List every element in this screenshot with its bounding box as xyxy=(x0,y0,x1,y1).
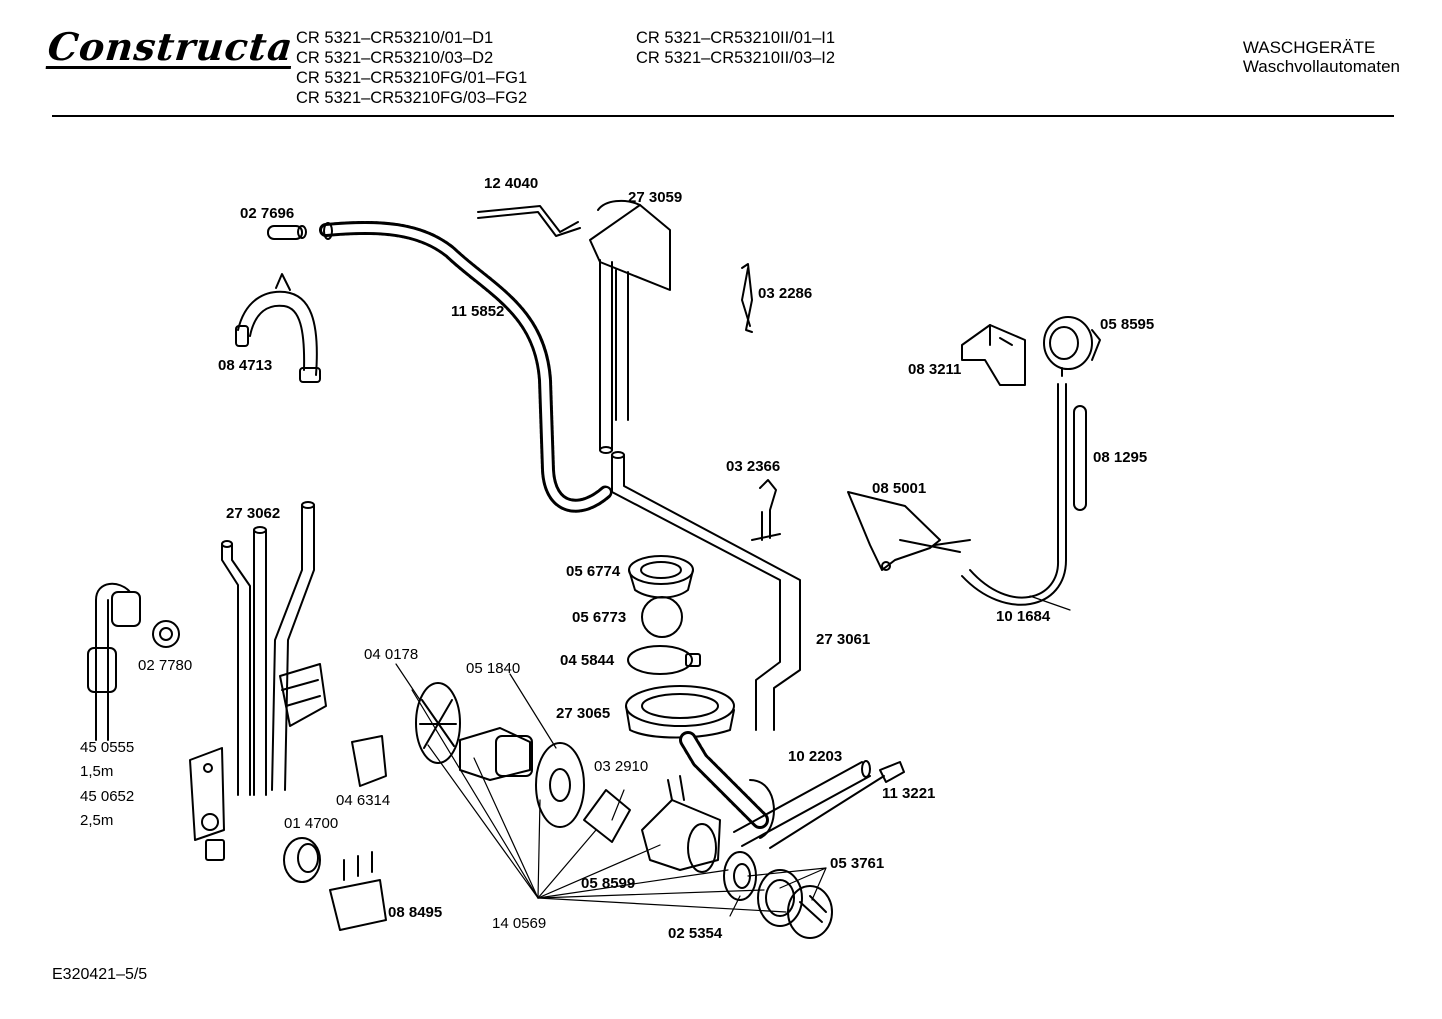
coupling-part-drawing xyxy=(283,837,321,883)
part-label: 12 4040 xyxy=(484,175,539,192)
part-label: 05 6774 xyxy=(566,563,621,580)
part-label: 03 2366 xyxy=(726,458,781,475)
part-label: 27 3062 xyxy=(226,505,281,522)
pressure-tube-drawing xyxy=(969,383,1060,599)
heater-bracket-drawing xyxy=(847,491,941,571)
part-label: 08 1295 xyxy=(1093,449,1148,466)
filter-gasket-drawing xyxy=(757,869,803,927)
filter-ring-drawing xyxy=(723,851,757,901)
solenoid-valve-drawing xyxy=(329,879,387,931)
document-code: E320421–5/5 xyxy=(52,966,148,983)
straight-tube-drawing xyxy=(733,761,871,847)
part-label: 05 3761 xyxy=(830,855,885,872)
model-line: CR 5321–CR53210II/01–I1 xyxy=(636,29,836,47)
part-label: 05 8595 xyxy=(1100,316,1155,333)
air-trap-drawing xyxy=(589,204,671,291)
plug-part-drawing xyxy=(267,225,303,240)
impeller-drawing xyxy=(583,789,631,843)
part-label: 05 6773 xyxy=(572,609,627,626)
part-label: 45 0555 xyxy=(80,739,135,756)
part-label: 08 8495 xyxy=(388,904,443,921)
filter-cap-drawing xyxy=(787,885,833,939)
part-label: 10 2203 xyxy=(788,748,843,765)
seal-part-drawing xyxy=(628,555,694,585)
filter-part-drawing xyxy=(351,735,387,787)
part-label: 45 0652 xyxy=(80,788,135,805)
part-label: 05 1840 xyxy=(466,660,521,677)
part-label: 27 3061 xyxy=(816,631,871,648)
pipe-clamp-drawing xyxy=(237,290,318,376)
model-line: CR 5321–CR53210II/03–I2 xyxy=(636,49,836,67)
part-label: 03 2910 xyxy=(594,758,649,775)
pressure-switch-drawing xyxy=(1043,316,1093,370)
drain-hose-drawing xyxy=(611,454,781,731)
part-label: 27 3065 xyxy=(556,705,611,722)
part-label: 02 7696 xyxy=(240,205,295,222)
part-label: 05 8599 xyxy=(581,875,636,892)
part-label: 01 4700 xyxy=(284,815,339,832)
part-label: 11 5852 xyxy=(451,303,505,320)
part-label: 10 1684 xyxy=(996,608,1051,625)
hose-length-label: 2,5m xyxy=(80,812,114,829)
part-label: 03 2286 xyxy=(758,285,813,302)
rod-part-drawing xyxy=(477,205,579,233)
category-title: WASCHGERÄTE xyxy=(1242,38,1376,57)
leader-lines xyxy=(395,595,1071,917)
pipe-set-drawing xyxy=(221,543,239,796)
inlet-hose-drawing xyxy=(95,599,109,741)
model-list-right: CR 5321–CR53210II/01–I1 CR 5321–CR53210I… xyxy=(636,28,835,68)
part-label: 11 3221 xyxy=(882,785,936,802)
model-list-left: CR 5321–CR53210/01–D1 CR 5321–CR53210/03… xyxy=(296,28,527,108)
model-line: CR 5321–CR53210/03–D2 xyxy=(296,49,494,67)
fan-wheel-drawing xyxy=(415,682,461,764)
clip-part-drawing-2 xyxy=(759,479,777,541)
model-line: CR 5321–CR53210/01–D1 xyxy=(296,29,494,47)
clip-part-drawing xyxy=(741,263,753,333)
bracket-part-drawing xyxy=(961,324,1026,386)
category-block: WASCHGERÄTE Waschvollautomaten xyxy=(1243,38,1400,76)
part-label: 14 0569 xyxy=(492,915,547,932)
tube-part-drawing xyxy=(1073,405,1087,511)
part-label: 04 6314 xyxy=(336,792,391,809)
hose-clamp-drawing xyxy=(627,645,693,675)
model-line: CR 5321–CR53210FG/01–FG1 xyxy=(296,69,528,87)
hose-length-label: 1,5m xyxy=(80,763,114,780)
part-label: 27 3059 xyxy=(628,189,683,206)
part-label: 08 3211 xyxy=(908,361,962,378)
connector-block-drawing xyxy=(279,663,327,727)
pump-disk-drawing xyxy=(535,742,585,828)
header-divider xyxy=(52,115,1394,117)
ball-valve-drawing xyxy=(641,596,683,638)
model-line: CR 5321–CR53210FG/03–FG2 xyxy=(296,89,528,107)
part-label: 02 7780 xyxy=(138,657,193,674)
part-label: 02 5354 xyxy=(668,925,723,942)
thin-rod-drawing xyxy=(769,775,885,849)
category-subtitle: Waschvollautomaten xyxy=(1242,57,1400,76)
part-label: 08 4713 xyxy=(218,357,273,374)
pump-housing-drawing xyxy=(641,799,721,871)
part-label: 04 0178 xyxy=(364,646,419,663)
part-label: 08 5001 xyxy=(872,480,927,497)
part-label: 04 5844 xyxy=(560,652,615,669)
mounting-plate-drawing xyxy=(189,747,225,841)
